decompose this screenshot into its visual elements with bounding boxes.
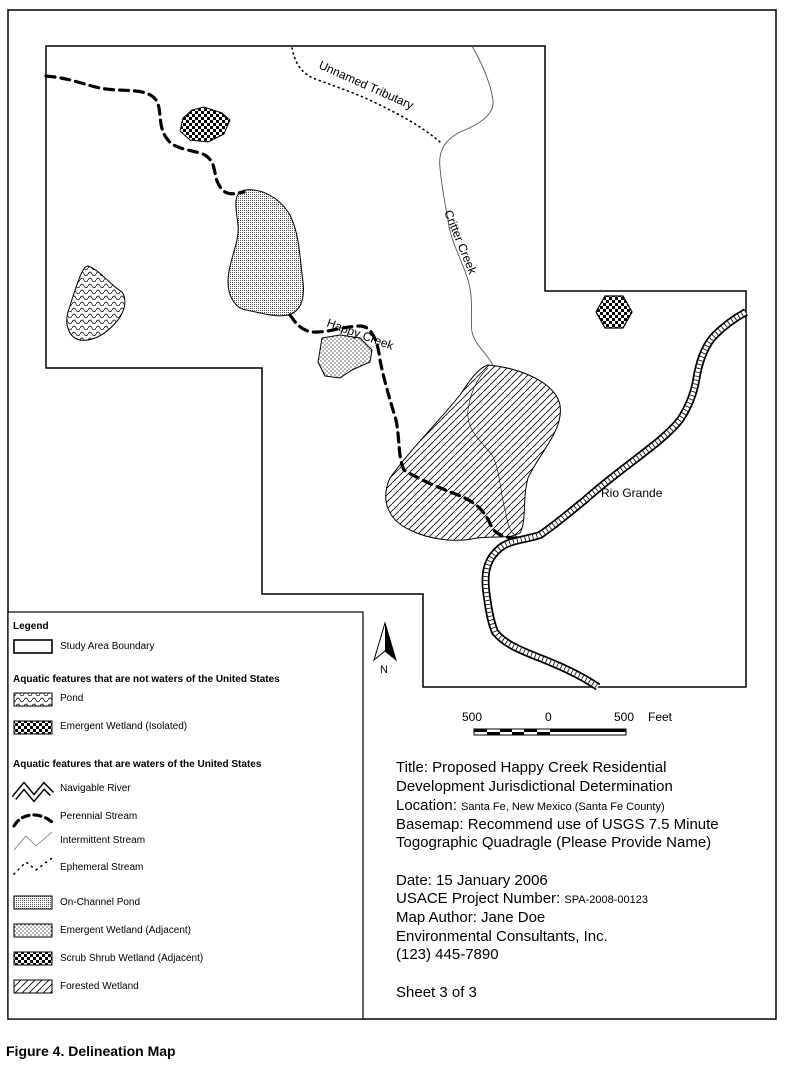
- legend-box: [7, 611, 364, 1020]
- critter-creek-stream: [439, 45, 495, 369]
- legend-scrub-shrub-label: Scrub Shrub Wetland (Adjacent): [60, 953, 204, 964]
- legend-title: Legend: [13, 621, 49, 632]
- emergent-wetland-isolated: [595, 295, 633, 329]
- legend-study-area-symbol: [13, 639, 53, 654]
- legend-emergent-isolated-symbol: [13, 720, 53, 735]
- label-unnamed-tributary: Unnamed Tributary: [317, 58, 416, 112]
- legend-study-area-label: Study Area Boundary: [60, 641, 155, 652]
- legend-intermittent-stream-label: Intermittent Stream: [60, 835, 146, 846]
- study-area-boundary: [45, 45, 747, 688]
- pond: [66, 265, 126, 341]
- scale-label-unit: Feet: [648, 710, 673, 724]
- info-basemap-line1: Basemap: Recommend use of USGS 7.5 Minut…: [396, 816, 719, 833]
- legend-perennial-stream-label: Perennial Stream: [60, 811, 138, 822]
- legend-navigable-river-label: Navigable River: [60, 783, 131, 794]
- label-rio-grande: Rio Grande: [601, 486, 663, 500]
- legend-emergent-adjacent-symbol: [13, 923, 53, 938]
- legend-pond-label: Pond: [60, 693, 84, 704]
- scale-label-left: 500: [462, 710, 483, 724]
- label-critter-creek: Critter Creek: [441, 208, 480, 277]
- scrub-shrub-wetland: [179, 106, 231, 143]
- info-date: Date: 15 January 2006: [396, 872, 548, 889]
- unnamed-tributary-stream: [291, 47, 441, 143]
- north-arrow-icon: [373, 621, 397, 662]
- legend-forested-label: Forested Wetland: [60, 981, 139, 992]
- info-company: Environmental Consultants, Inc.: [396, 928, 608, 945]
- legend-pond-symbol: [13, 692, 53, 707]
- info-location-label: Location:: [396, 797, 457, 814]
- info-title-line2: Development Jurisdictional Determination: [396, 778, 673, 795]
- forested-wetland: [385, 364, 561, 541]
- legend-intermittent-stream-symbol: [13, 831, 53, 851]
- emergent-wetland-adjacent: [317, 334, 373, 379]
- info-location-value: Santa Fe, New Mexico (Santa Fe County): [461, 801, 665, 813]
- legend-ephemeral-stream-symbol: [13, 857, 53, 875]
- info-title-line1: Title: Proposed Happy Creek Residential: [396, 759, 667, 776]
- map-frame: [7, 9, 777, 1020]
- legend-forested-symbol: [13, 979, 53, 994]
- legend-section-waters: Aquatic features that are waters of the …: [13, 759, 262, 770]
- forested-wetland-inner-boundary: [467, 367, 521, 539]
- legend-perennial-stream-symbol: [12, 813, 54, 828]
- happy-creek-stream: [44, 74, 522, 540]
- info-project-label: USACE Project Number:: [396, 890, 561, 907]
- legend-ephemeral-stream-label: Ephemeral Stream: [60, 862, 144, 873]
- scale-bar: [473, 728, 627, 736]
- legend-on-channel-pond-symbol: [13, 895, 53, 910]
- info-author: Map Author: Jane Doe: [396, 909, 546, 926]
- scale-label-right: 500: [614, 710, 635, 724]
- legend-emergent-isolated-label: Emergent Wetland (Isolated): [60, 721, 188, 732]
- legend-on-channel-pond-label: On-Channel Pond: [60, 897, 141, 908]
- info-location: Location: Santa Fe, New Mexico (Santa Fe…: [396, 797, 665, 816]
- legend-navigable-river-symbol: [11, 781, 55, 803]
- info-project: USACE Project Number: SPA-2008-00123: [396, 890, 648, 909]
- figure-caption: Figure 4. Delineation Map: [6, 1043, 176, 1059]
- on-channel-pond: [227, 189, 304, 317]
- scale-label-center: 0: [545, 710, 552, 724]
- info-basemap-line2: Togographic Quadragle (Please Provide Na…: [396, 834, 712, 851]
- info-phone: (123) 445-7890: [396, 946, 499, 963]
- info-project-value: SPA-2008-00123: [564, 894, 648, 906]
- legend-emergent-adjacent-label: Emergent Wetland (Adjacent): [60, 925, 191, 936]
- label-north: N: [380, 664, 388, 676]
- info-sheet: Sheet 3 of 3: [396, 984, 477, 1001]
- legend-scrub-shrub-symbol: [13, 951, 53, 966]
- legend-section-not-waters: Aquatic features that are not waters of …: [13, 674, 280, 685]
